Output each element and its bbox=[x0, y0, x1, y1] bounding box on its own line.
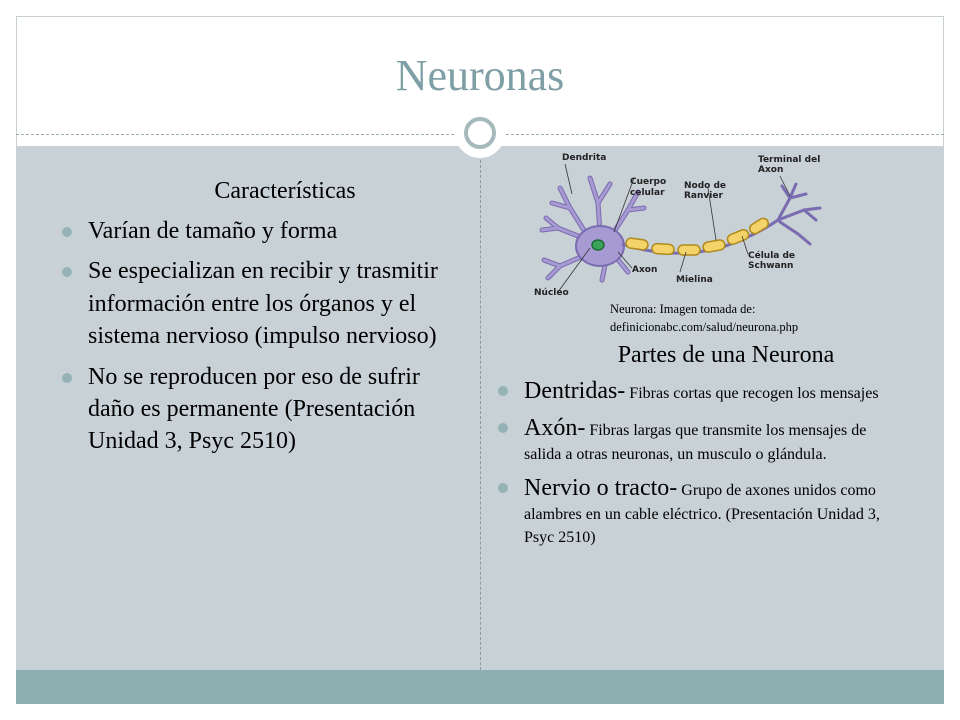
label-nodo-ranvier: Ranvier bbox=[684, 191, 723, 201]
part-description: Fibras cortas que recogen los mensajes bbox=[625, 385, 879, 402]
list-item: Nervio o tracto- Grupo de axones unidos … bbox=[496, 474, 896, 549]
label-celula-schwann: Célula de bbox=[748, 250, 795, 261]
bullet-icon bbox=[62, 227, 72, 237]
circle-ring bbox=[464, 117, 496, 149]
label-cuerpo-celular: Cuerpo bbox=[630, 177, 666, 187]
right-column: Partes de una Neurona Dentridas- Fibras … bbox=[496, 342, 896, 557]
neuron-parts-heading: Partes de una Neurona bbox=[617, 342, 835, 368]
part-description: Fibras largas que transmite los mensajes… bbox=[524, 421, 867, 463]
label-axon: Axon bbox=[632, 265, 657, 275]
part-term: Dentridas- bbox=[524, 378, 626, 404]
label-terminal-axon: Axon bbox=[758, 165, 783, 175]
left-column: Características Varían de tamaño y forma… bbox=[60, 178, 470, 466]
list-item: Varían de tamaño y forma bbox=[60, 215, 470, 247]
label-nodo-ranvier: Nodo de bbox=[684, 181, 726, 191]
label-dendrita: Dendrita bbox=[562, 153, 606, 163]
neuron-diagram: Dendrita Cuerpo celular Nodo de Ranvier … bbox=[534, 153, 822, 298]
label-cuerpo-celular: celular bbox=[630, 188, 665, 198]
list-item: Dentridas- Fibras cortas que recogen los… bbox=[496, 377, 896, 406]
label-celula-schwann: Schwann bbox=[748, 261, 793, 271]
list-item: Se especializan en recibir y trasmitir i… bbox=[60, 255, 470, 352]
part-description: Grupo de axones unidos como alambres en … bbox=[524, 481, 880, 546]
caption-line: definicionabc.com/salud/neurona.php bbox=[610, 320, 799, 335]
part-term: Axón- bbox=[524, 414, 586, 441]
part-term: Nervio o tracto- bbox=[524, 474, 678, 501]
label-terminal-axon: Terminal del bbox=[758, 155, 820, 165]
bullet-icon bbox=[498, 482, 508, 493]
bullet-text: Varían de tamaño y forma bbox=[88, 218, 338, 244]
bullet-text: Se especializan en recibir y trasmitir i… bbox=[88, 258, 438, 350]
label-leaders bbox=[557, 163, 791, 293]
axon-terminals bbox=[776, 182, 822, 246]
bullet-icon bbox=[62, 372, 72, 383]
bullet-text: No se reproducen por eso de sufrir daño … bbox=[88, 363, 420, 455]
bullet-icon bbox=[62, 267, 72, 278]
list-item: Axón- Fibras largas que transmite los me… bbox=[496, 414, 896, 466]
characteristics-list: Varían de tamaño y forma Se especializan… bbox=[60, 215, 470, 458]
list-item: No se reproducen por eso de sufrir daño … bbox=[60, 361, 470, 458]
footer-bar bbox=[16, 670, 944, 704]
bullet-icon bbox=[498, 386, 508, 396]
myelin-sheath bbox=[625, 217, 769, 256]
column-divider bbox=[480, 160, 481, 670]
label-mielina: Mielina bbox=[676, 275, 713, 285]
bullet-icon bbox=[498, 422, 508, 433]
decorative-circle-icon bbox=[455, 108, 505, 158]
caption-line: Neurona: Imagen tomada de: bbox=[610, 302, 756, 316]
figure-caption: Neurona: Imagen tomada de: definicionabc… bbox=[610, 300, 870, 336]
characteristics-heading: Características bbox=[214, 178, 356, 204]
title-area: Neuronas bbox=[16, 16, 944, 134]
slide-title: Neuronas bbox=[395, 51, 565, 100]
nucleus bbox=[591, 239, 605, 251]
label-nucleo: Núcleo bbox=[534, 288, 569, 298]
neuron-parts-list: Dentridas- Fibras cortas que recogen los… bbox=[496, 377, 896, 549]
